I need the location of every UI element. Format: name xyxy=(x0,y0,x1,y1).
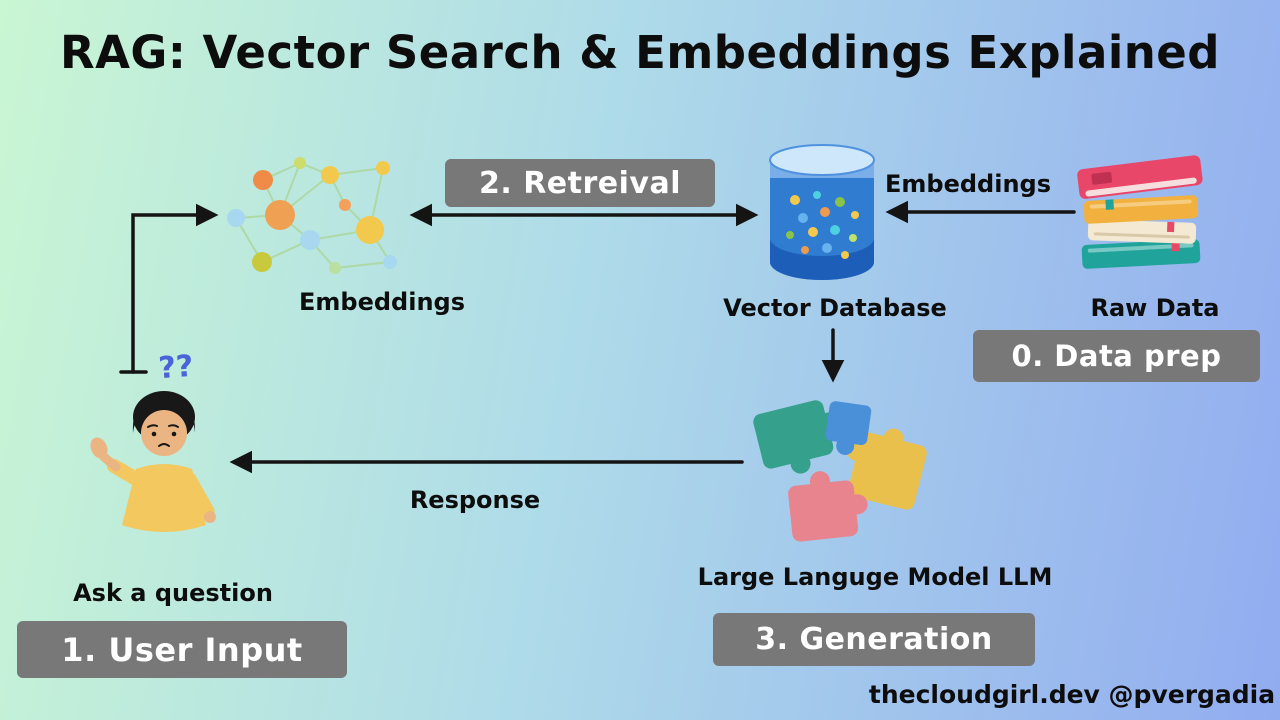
user-person-icon xyxy=(72,383,240,568)
page-title: RAG: Vector Search & Embeddings Explaine… xyxy=(59,26,1221,79)
step-data-prep-box: 0. Data prep xyxy=(973,330,1260,382)
ask-question-label: Ask a question xyxy=(73,579,273,607)
raw-data-books-icon xyxy=(1072,146,1210,274)
step-user-input-box: 1. User Input xyxy=(17,621,347,678)
raw-data-label: Raw Data xyxy=(1090,294,1220,322)
llm-puzzle-icon xyxy=(735,388,935,556)
step-retrieval-box: 2. Retreival xyxy=(445,159,715,207)
response-label: Response xyxy=(409,486,541,514)
vector-database-icon xyxy=(765,140,880,292)
arrow-user-to-embeddings xyxy=(131,203,219,374)
step-generation-box: 3. Generation xyxy=(713,613,1035,666)
embeddings-cluster-label: Embeddings xyxy=(299,288,465,316)
question-marks: ?? xyxy=(157,348,195,387)
vector-database-label: Vector Database xyxy=(723,294,947,322)
embeddings-cluster-icon xyxy=(225,148,410,283)
credit-text: thecloudgirl.dev @pvergadia xyxy=(868,680,1276,709)
llm-label: Large Languge Model LLM xyxy=(697,563,1053,591)
embeddings-flow-label: Embeddings xyxy=(885,170,1051,198)
